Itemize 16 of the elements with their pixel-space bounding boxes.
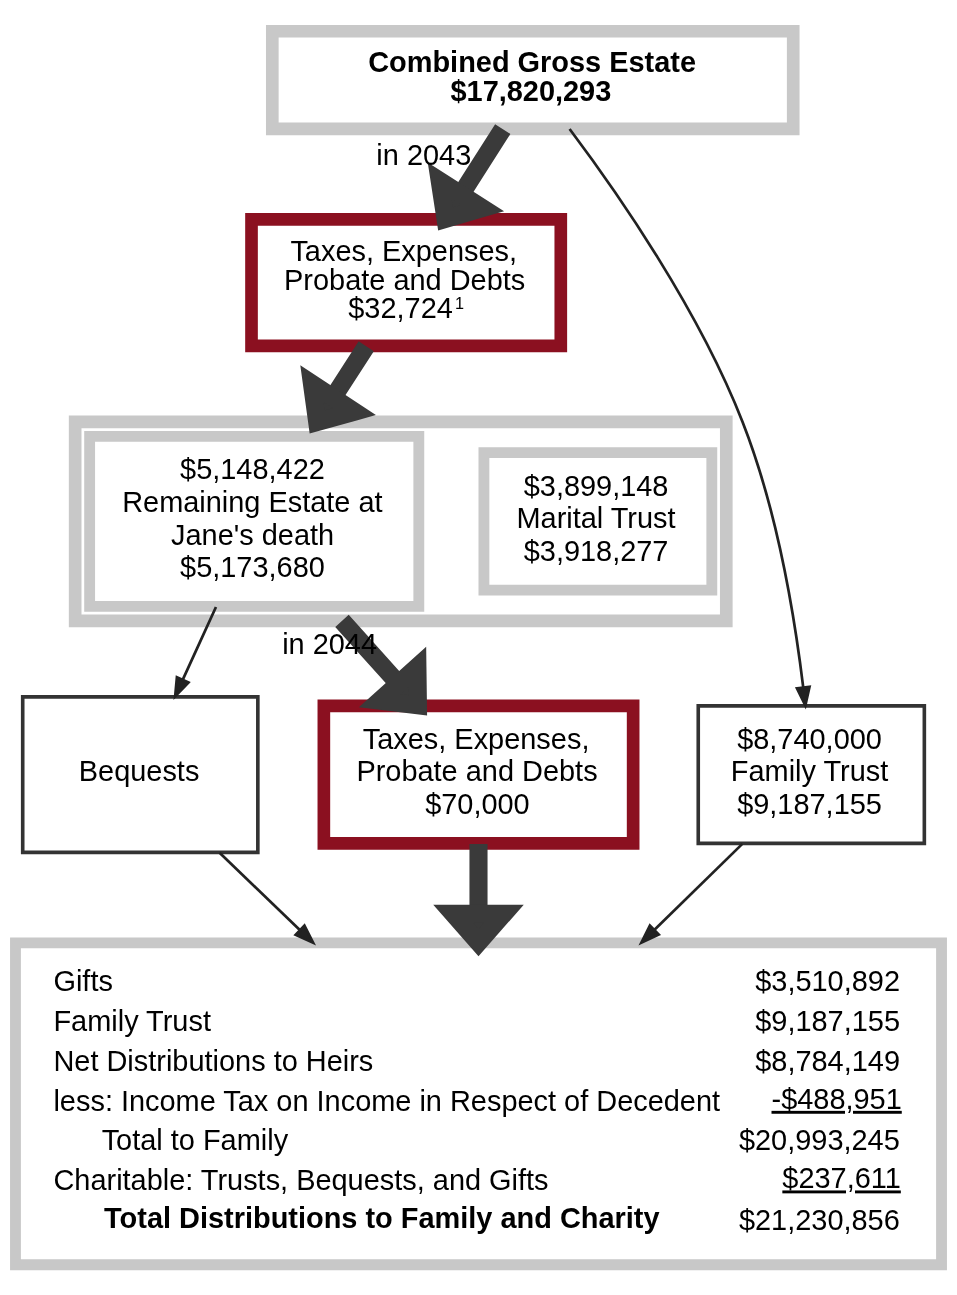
node-box: $3,899,148 Marital Trust $3,918,277 bbox=[478, 446, 718, 596]
edge-label: in 2043 bbox=[376, 138, 472, 171]
node-box: Combined Gross Estate $17,820,293 bbox=[266, 24, 800, 135]
node-box: Taxes, Expenses, Probate and Debts $32,724$^{1}$ bbox=[245, 212, 568, 352]
arrow bbox=[173, 605, 218, 700]
arrow bbox=[218, 851, 317, 946]
node-box: Taxes, Expenses, Probate and Debts $70,000 bbox=[317, 699, 640, 850]
arrow bbox=[427, 123, 511, 231]
cluster bbox=[68, 415, 733, 627]
node-box: Gifts $3,510,892 Family Trust $9,187,155 Net Distributions to Heirs $8,784,149 less: Income Tax on Income in Respect of Decedent -$488,951 Total to Family $20,993,245 Charitable: Trusts, Bequests, and Gifts $237,611 Total Distributions to Family and Charity $21,230,856 bbox=[10, 936, 947, 1270]
node-box: $5,148,422 Remaining Estate at Jane's death $5,173,680 bbox=[84, 430, 425, 612]
node-box: Bequests bbox=[20, 694, 260, 854]
arrow bbox=[433, 843, 524, 956]
node-box: $8,740,000 Family Trust $9,187,155 bbox=[696, 703, 927, 845]
arrow bbox=[568, 127, 812, 710]
arrow bbox=[638, 842, 744, 945]
